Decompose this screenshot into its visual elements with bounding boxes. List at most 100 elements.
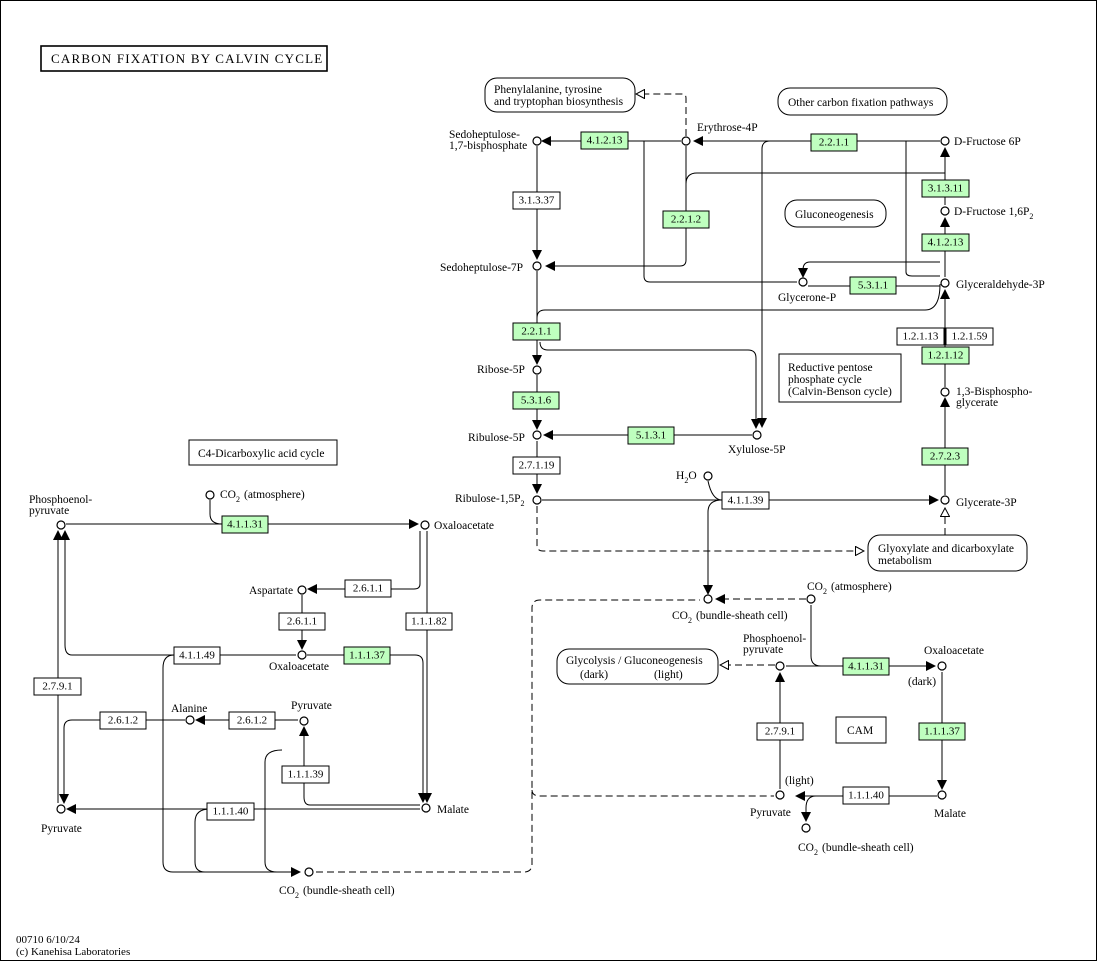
svg-text:Glyoxylate and dicarboxylate: Glyoxylate and dicarboxylate: [878, 543, 1014, 555]
enzyme-1.1.1.39[interactable]: 1.1.1.39: [281, 765, 330, 784]
enzyme-1.2.1.13[interactable]: 1.2.1.13: [896, 327, 945, 346]
enzyme-2.7.1.19[interactable]: 2.7.1.19: [512, 456, 561, 475]
node-xylulose-5p[interactable]: [752, 430, 762, 440]
node-pyruvate-cam[interactable]: [775, 790, 785, 800]
svg-text:4.1.1.31: 4.1.1.31: [848, 661, 884, 673]
label-light-cam: (light): [785, 775, 814, 787]
enzyme-1.1.1.82[interactable]: 1.1.1.82: [405, 612, 453, 631]
compound-labels: Sedoheptulose- 1,7-bisphosphate Erythros…: [29, 122, 1045, 900]
enzyme-2.6.1.2[interactable]: 2.6.1.2: [99, 711, 147, 730]
map-glyoxylate[interactable]: Glyoxylate and dicarboxylate metabolism: [867, 534, 1028, 572]
node-sedoheptulose-7p[interactable]: [532, 261, 542, 271]
enzyme-2.2.1.1[interactable]: 2.2.1.1: [512, 322, 561, 341]
node-sedoheptulose-bisphosphate[interactable]: [532, 136, 542, 146]
svg-text:3.1.3.11: 3.1.3.11: [928, 183, 963, 195]
enzyme-1.1.1.40[interactable]: 1.1.1.40: [842, 786, 890, 805]
node-co2-bundle-c4[interactable]: [304, 867, 314, 877]
svg-text:(dark): (dark): [580, 669, 608, 681]
enzyme-1.1.1.37[interactable]: 1.1.1.37: [918, 722, 966, 741]
svg-text:Reductive pentose: Reductive pentose: [788, 362, 873, 374]
enzyme-2.2.1.2[interactable]: 2.2.1.2: [662, 210, 710, 229]
enzyme-1.2.1.12[interactable]: 1.2.1.12: [921, 346, 970, 365]
enzyme-2.7.2.3[interactable]: 2.7.2.3: [921, 447, 969, 466]
node-malate-c4[interactable]: [421, 803, 431, 813]
enzyme-4.1.1.49[interactable]: 4.1.1.49: [173, 646, 221, 665]
label-pep-cam-line2: pyruvate: [743, 644, 783, 656]
node-bisphosphoglycerate[interactable]: [940, 387, 950, 397]
enzyme-3.1.3.37[interactable]: 3.1.3.37: [512, 191, 561, 210]
svg-text:1.2.1.12: 1.2.1.12: [928, 350, 964, 362]
node-aspartate[interactable]: [297, 585, 307, 595]
calvin-edges: [532, 94, 950, 604]
label-glyceraldehyde-3p: Glyceraldehyde-3P: [956, 279, 1045, 291]
label-glycerate-3p: Glycerate-3P: [956, 497, 1017, 509]
node-ribose-5p[interactable]: [532, 365, 542, 375]
enzyme-1.1.1.40[interactable]: 1.1.1.40: [206, 802, 255, 821]
node-oxaloacetate-c4-lower[interactable]: [297, 650, 307, 660]
enzyme-2.6.1.1[interactable]: 2.6.1.1: [278, 612, 326, 631]
node-ribulose-bisphosphate[interactable]: [532, 495, 542, 505]
map-cam[interactable]: CAM: [835, 716, 887, 744]
enzyme-5.3.1.6[interactable]: 5.3.1.6: [512, 391, 560, 410]
node-co2-atmosphere-cam[interactable]: [806, 594, 816, 604]
map-c4-dicarboxylic[interactable]: C4-Dicarboxylic acid cycle: [188, 439, 338, 466]
svg-text:2.6.1.1: 2.6.1.1: [353, 583, 383, 595]
enzyme-5.1.3.1[interactable]: 5.1.3.1: [627, 426, 675, 445]
enzyme-4.1.1.31[interactable]: 4.1.1.31: [842, 657, 890, 676]
node-water[interactable]: [703, 471, 713, 481]
node-co2-atmosphere-c4[interactable]: [205, 490, 215, 500]
svg-text:5.3.1.6: 5.3.1.6: [521, 395, 552, 407]
enzyme-4.1.1.39[interactable]: 4.1.1.39: [721, 491, 770, 510]
node-pyruvate-c4[interactable]: [299, 716, 309, 726]
label-sbp-line2: 1,7-bisphosphate: [449, 140, 527, 152]
svg-text:C4-Dicarboxylic acid cycle: C4-Dicarboxylic acid cycle: [198, 448, 324, 460]
enzyme-3.1.3.11[interactable]: 3.1.3.11: [921, 179, 970, 198]
enzyme-2.2.1.1[interactable]: 2.2.1.1: [810, 133, 858, 152]
node-co2-bundle-cam[interactable]: [801, 823, 811, 833]
node-co2-bundle-calvin[interactable]: [703, 594, 713, 604]
svg-text:metabolism: metabolism: [878, 555, 932, 567]
svg-text:4.1.1.49: 4.1.1.49: [179, 650, 215, 662]
label-erythrose-4p: Erythrose-4P: [697, 122, 758, 134]
node-oxaloacetate-cam[interactable]: [937, 661, 947, 671]
node-pyruvate-c4-left[interactable]: [56, 804, 66, 814]
label-malate-cam: Malate: [934, 808, 966, 820]
map-reductive-pentose[interactable]: Reductive pentose phosphate cycle (Calvi…: [778, 353, 902, 403]
node-oxaloacetate-c4[interactable]: [420, 520, 430, 530]
enzyme-5.3.1.1[interactable]: 5.3.1.1: [849, 276, 897, 295]
node-ribulose-5p[interactable]: [532, 430, 542, 440]
node-fructose-6p[interactable]: [940, 136, 950, 146]
label-co2-atmosphere-c4: CO2(atmosphere): [220, 489, 305, 504]
svg-text:5.3.1.1: 5.3.1.1: [858, 280, 888, 292]
map-phe[interactable]: Phenylalanine, tyrosine and tryptophan b…: [484, 77, 636, 113]
label-dark-cam: (dark): [908, 676, 936, 688]
node-pep-c4[interactable]: [56, 520, 66, 530]
node-glyceraldehyde-3p[interactable]: [940, 278, 950, 288]
enzyme-2.6.1.2[interactable]: 2.6.1.2: [228, 711, 276, 730]
node-fructose-bisphosphate[interactable]: [940, 206, 950, 216]
map-glycolysis[interactable]: Glycolysis / Gluconeogenesis (dark) (lig…: [556, 648, 719, 685]
enzyme-2.6.1.1[interactable]: 2.6.1.1: [344, 579, 392, 598]
node-alanine[interactable]: [185, 715, 195, 725]
svg-text:4.1.1.39: 4.1.1.39: [728, 495, 764, 507]
enzyme-4.1.2.13[interactable]: 4.1.2.13: [580, 131, 629, 150]
map-other-carbon-fixation[interactable]: Other carbon fixation pathways: [777, 87, 948, 116]
enzyme-1.1.1.37[interactable]: 1.1.1.37: [343, 646, 391, 665]
node-pep-cam[interactable]: [775, 661, 785, 671]
node-glycerate-3p[interactable]: [940, 495, 950, 505]
label-oxaloacetate-cam: Oxaloacetate: [924, 645, 984, 657]
svg-text:Other carbon fixation pathways: Other carbon fixation pathways: [788, 97, 934, 109]
node-erythrose-4p[interactable]: [681, 136, 691, 146]
label-ribulose-bisphosphate: Ribulose-1,5P2: [455, 493, 525, 508]
enzyme-4.1.2.13[interactable]: 4.1.2.13: [921, 233, 970, 252]
svg-text:1.2.1.13: 1.2.1.13: [903, 331, 939, 343]
node-malate-cam[interactable]: [937, 790, 947, 800]
enzyme-2.7.9.1[interactable]: 2.7.9.1: [756, 722, 804, 741]
label-oxaloacetate-c4: Oxaloacetate: [434, 520, 494, 532]
map-gluconeogenesis[interactable]: Gluconeogenesis: [784, 199, 887, 228]
enzyme-2.7.9.1[interactable]: 2.7.9.1: [33, 677, 82, 696]
enzyme-1.2.1.59[interactable]: 1.2.1.59: [945, 327, 994, 346]
node-glycerone-p[interactable]: [798, 277, 808, 287]
enzyme-4.1.1.31[interactable]: 4.1.1.31: [221, 515, 269, 534]
